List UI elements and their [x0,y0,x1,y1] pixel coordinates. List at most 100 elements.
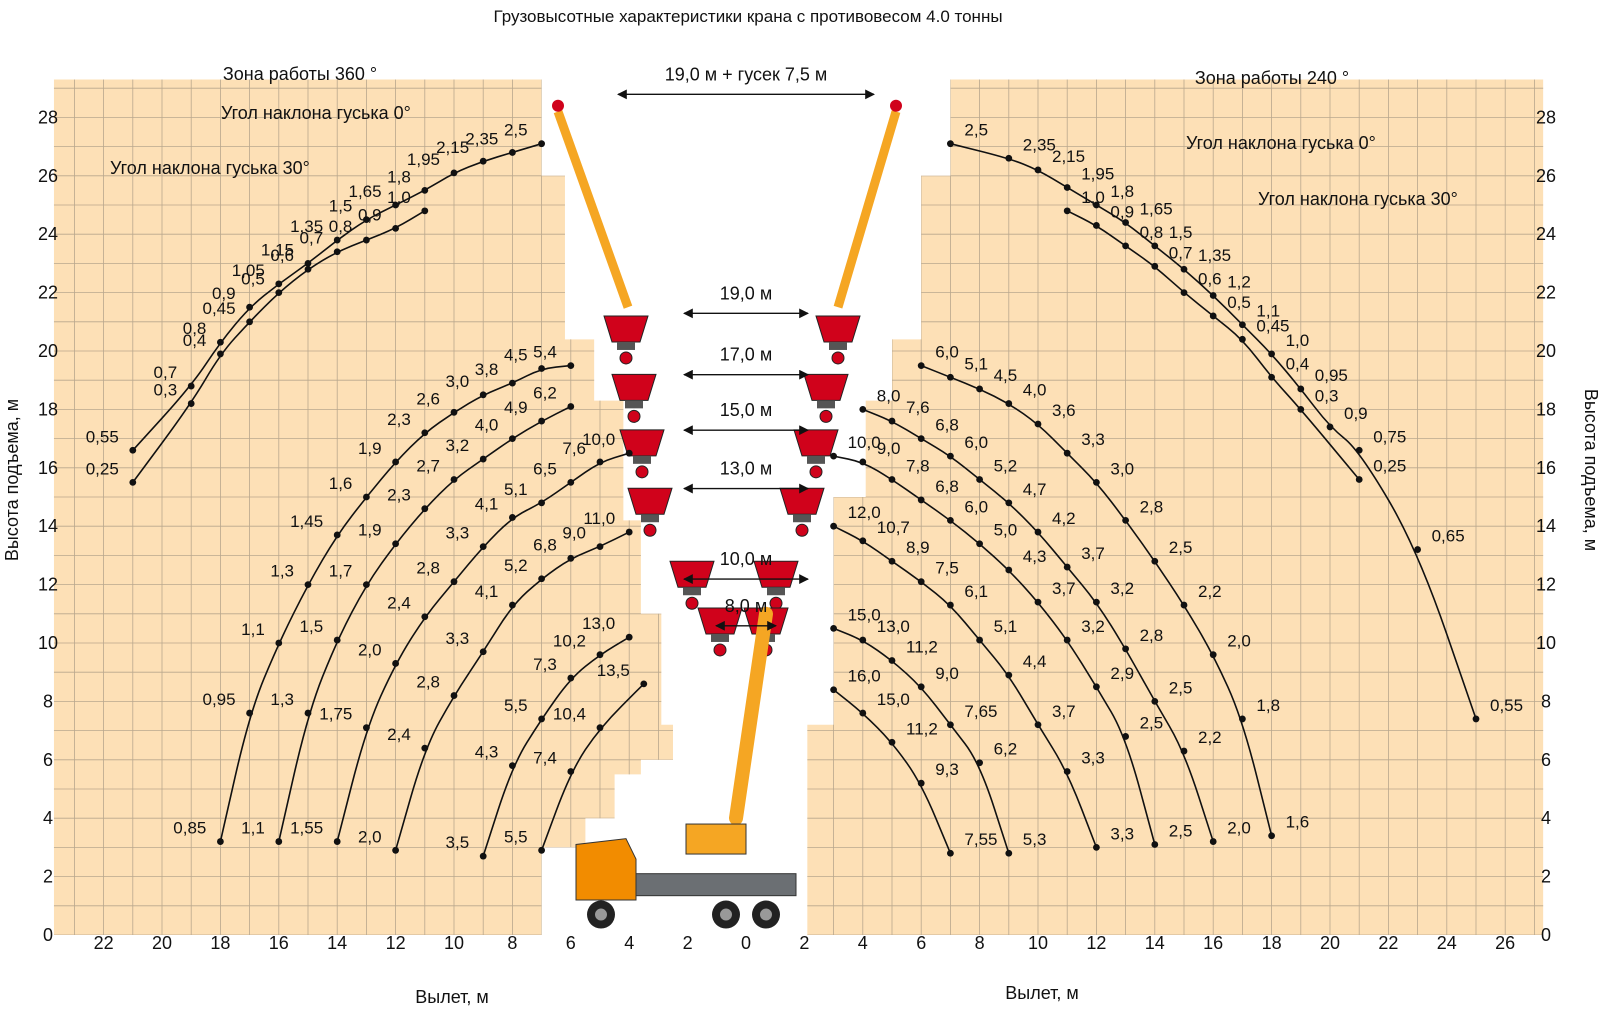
load-curve-left-4 [336,452,630,842]
load-value-label: 1,9 [358,439,382,458]
curve-point [421,429,429,437]
curve-point [1063,449,1071,457]
load-value-label: 1,8 [1110,182,1134,201]
load-value-label: 1,0 [387,188,411,207]
curve-point [304,709,312,717]
load-value-label: 2,8 [1140,626,1164,645]
curve-point [129,479,137,486]
y-tick-left: 14 [38,516,58,536]
curve-point [1180,601,1188,609]
load-value-label: 2,0 [358,827,382,846]
curve-point [1151,841,1159,848]
main-boom [729,606,773,826]
curve-point [1151,262,1159,270]
load-value-label: 1,35 [290,217,323,236]
curve-point [1005,849,1013,857]
load-value-label: 1,95 [407,150,440,169]
curve-point [450,169,458,177]
curve-point [1180,265,1188,273]
load-value-label: 3,3 [1081,430,1105,449]
curve-point [947,452,954,460]
curve-point [917,496,925,504]
curve-point [830,452,837,460]
curve-point [1472,715,1480,723]
y-tick-left: 20 [38,341,58,361]
load-value-label: 7,6 [562,439,586,458]
load-value-label: 3,3 [446,524,470,543]
chart-curves [129,140,1480,860]
curve-point [1093,598,1100,606]
chart-title: Грузовысотные характеристики крана с про… [493,7,1002,26]
load-value-label: 3,7 [1052,702,1076,721]
curve-point [1239,321,1246,329]
load-value-label: 0,85 [173,819,206,838]
curve-point [479,648,487,656]
load-value-label: 1,35 [1198,246,1231,265]
load-value-label: 4,0 [1023,381,1047,400]
load-value-label: 7,55 [964,830,997,849]
curve-point [392,540,399,548]
load-value-label: 2,5 [1169,678,1193,697]
x-tick-left: 20 [152,933,172,953]
load-value-label: 6,5 [533,459,557,478]
curve-point [1063,207,1071,215]
load-value-label: 0,65 [1432,527,1465,546]
x-tick-right: 14 [1145,933,1165,953]
curve-point [888,657,896,664]
curve-point [1122,516,1129,524]
load-value-label: 6,0 [964,497,988,516]
curve-point [859,537,867,545]
load-value-label: 3,2 [1110,579,1134,598]
load-value-label: 1,8 [387,167,411,186]
load-value-label: 4,2 [1052,509,1076,528]
curve-point [217,338,224,346]
curve-point [450,692,458,699]
curve-point [479,157,487,165]
curve-point [509,379,516,387]
boom-length-label: 17,0 м [720,345,772,365]
load-value-label: 1,3 [270,562,294,581]
hook-block [633,455,651,464]
curve-point [450,408,458,416]
y-tick-left: 12 [38,575,58,595]
x-tick-right: 10 [1028,933,1048,953]
curve-point [917,362,925,369]
load-value-label: 5,5 [504,696,528,715]
hook-block [767,587,785,596]
hook-left-19 [603,315,649,343]
load-value-label: 11,0 [583,509,615,528]
curve-point [392,846,399,854]
curve-point [450,578,458,586]
curve-point [1151,242,1159,250]
boom-length-label: 19,0 м + гусек 7,5 м [665,64,828,84]
hook-icon [627,409,641,423]
curve-point [859,709,867,717]
hook-block [683,587,701,596]
x-axis-label-left: Вылет, м [415,987,489,1007]
curve-point [392,201,399,209]
hook-right-13 [779,487,825,515]
curve-point [1093,844,1100,851]
load-curve-right-15 [833,689,952,854]
load-value-label: 1,55 [290,819,323,838]
curve-point [392,224,399,232]
load-value-label: 0,9 [358,205,382,224]
load-value-label: 1,65 [349,182,382,201]
load-value-label: 0,7 [300,229,324,248]
load-value-label: 0,9 [1110,202,1134,221]
load-value-label: 4,5 [504,346,528,365]
curve-point [947,140,954,148]
hook-left-13 [627,487,673,515]
hook-icon [713,643,727,657]
hook-icon [809,465,823,479]
load-value-label: 0,3 [1315,386,1339,405]
x-tick-right: 20 [1320,933,1340,953]
y-tick-right: 0 [1541,925,1551,945]
curve-point [363,581,370,588]
x-tick-right: 12 [1086,933,1106,953]
load-value-label: 0,4 [1286,354,1310,373]
curve-point [1034,721,1042,729]
jib-angle-30-label-right: Угол наклона гуська 30° [1258,189,1458,209]
curve-point [976,759,983,767]
